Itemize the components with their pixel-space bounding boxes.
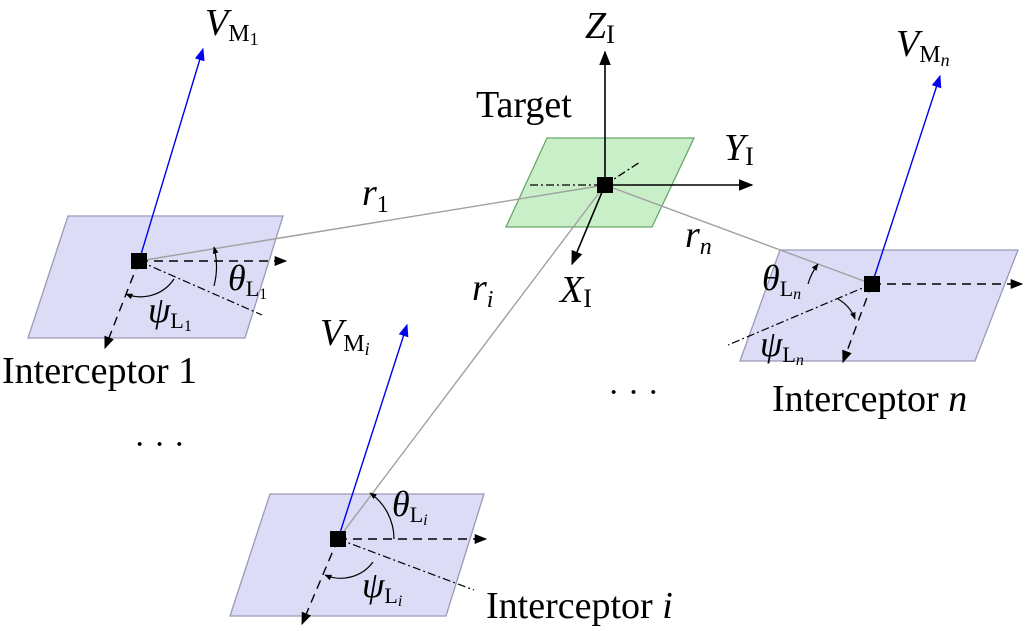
theta-label-n: θLn: [762, 258, 801, 303]
ellipsis-center: · · ·: [608, 374, 659, 411]
psi-label-1: ψL1: [148, 290, 192, 335]
line-of-sight-ri: [337, 184, 606, 540]
interceptor-i-psi-arc: [324, 561, 374, 581]
interceptor-1-point: [131, 253, 147, 269]
interceptor-1-theta-arc: [212, 246, 219, 287]
velocity-label-i: VMi: [320, 312, 370, 359]
interceptor-n-velocity-vector: [871, 74, 942, 285]
interceptor-i-theta-arc: [369, 492, 395, 540]
target-label: Target: [476, 84, 572, 126]
target-point: [597, 177, 613, 193]
psi-label-n: ψLn: [760, 324, 804, 369]
axis-y-label: YI: [724, 127, 754, 171]
range-label-n: rn: [685, 214, 712, 260]
interceptor-n-label: Interceptor n: [772, 378, 967, 420]
velocity-label-1: VM1: [205, 2, 259, 49]
theta-label-i: θLi: [392, 484, 428, 529]
interceptor-i-label: Interceptor i: [486, 585, 673, 627]
interceptor-1-psi-arc: [125, 278, 175, 300]
interceptor-i-point: [330, 531, 346, 547]
line-of-sight-rn: [604, 184, 873, 285]
theta-label-1: θL1: [228, 258, 267, 303]
range-label-1: r1: [362, 172, 389, 218]
interceptor-i-velocity-vector: [337, 323, 409, 540]
interceptor-n-plane: [739, 249, 1019, 362]
interceptor-1-y-dashed-axis: [104, 260, 140, 350]
interceptor-n-point: [864, 276, 880, 292]
interceptor-1-los-projection: [138, 260, 263, 316]
interceptor-1-velocity-vector: [138, 47, 205, 262]
axis-x-label: XI: [558, 269, 592, 313]
velocity-label-n: VMn: [896, 23, 950, 70]
interceptor-1-plane: [27, 215, 284, 339]
interceptor-1-label: Interceptor 1: [2, 350, 197, 392]
interceptor-n-psi-arc: [837, 298, 856, 320]
range-label-i: ri: [472, 267, 493, 313]
interceptor-i-y-dashed-axis: [301, 538, 339, 626]
psi-label-i: ψLi: [362, 565, 402, 610]
axis-z-label: ZI: [585, 5, 615, 49]
ellipsis-left: · · ·: [134, 426, 185, 463]
axis-x-arrow: [571, 184, 606, 266]
interceptor-n-los-projection: [727, 283, 873, 346]
interceptor-i-plane: [229, 493, 485, 617]
interceptor-n-theta-arc: [807, 263, 819, 285]
